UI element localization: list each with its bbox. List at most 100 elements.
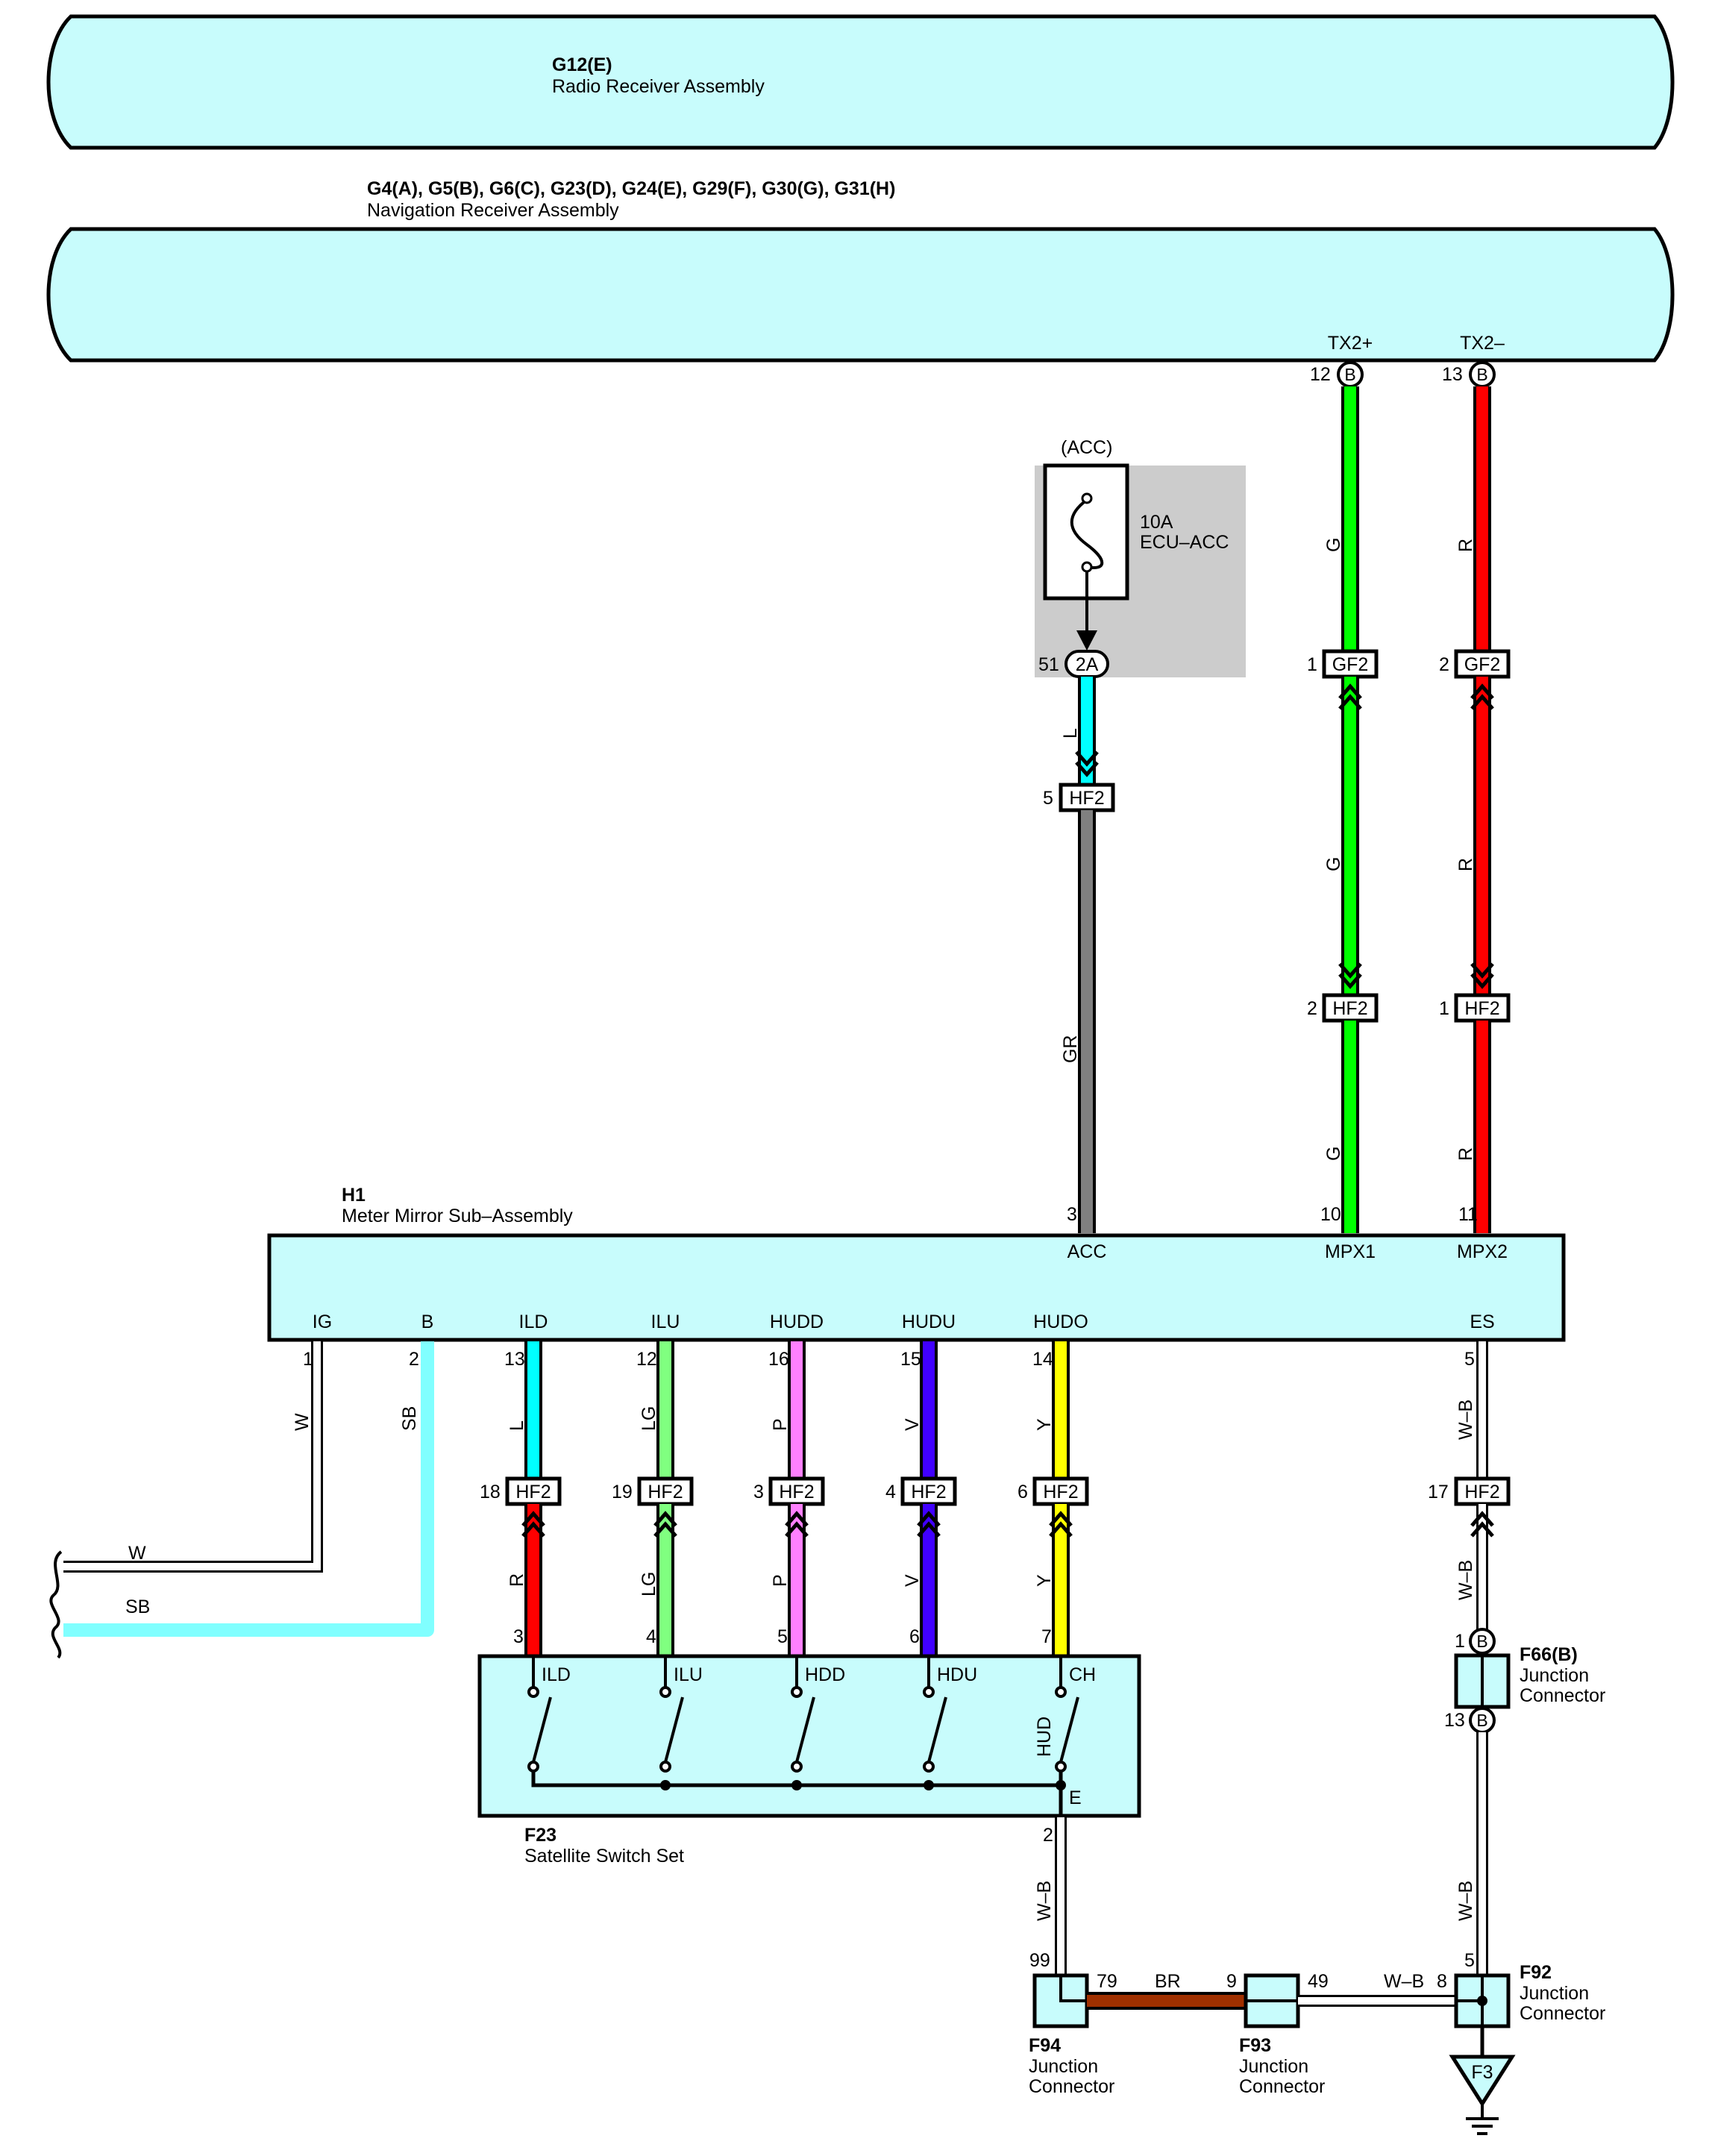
wb-wire-label: W–B — [1384, 1971, 1424, 1992]
hudo-lower-wire-label: Y — [1034, 1574, 1055, 1587]
f66-junction-connector: B 1 B 13 F66(B) Junction Connector — [1444, 1628, 1605, 1734]
mpx2-gf-label: GF2 — [1464, 654, 1501, 675]
hudd-upper-wire-label: P — [770, 1418, 791, 1431]
f94-in-pin: 99 — [1029, 1950, 1050, 1971]
sw-e-label: E — [1069, 1787, 1082, 1808]
ild-wire: 13 L HF2 18 R 3 — [480, 1341, 562, 1655]
hudo-hf-pin: 6 — [1018, 1482, 1028, 1502]
ilu-wire: 12 LG HF2 19 LG 4 — [612, 1341, 694, 1655]
b-sb-wire: 2 SB SB — [63, 1341, 434, 1637]
sw-ilu-label: ILU — [674, 1664, 703, 1685]
f92-junction-connector: F92 Junction Connector — [1454, 1962, 1605, 2028]
ild-lower-wire-label: R — [507, 1573, 527, 1587]
fuse-pin: 51 — [1038, 654, 1059, 675]
f93-junction-connector: F93 Junction Connector 49 — [1239, 1971, 1329, 2097]
ig-pin: 1 — [303, 1349, 313, 1370]
hudo-upper-wire-label: Y — [1034, 1418, 1055, 1431]
mpx1-wire: TX2+ 12 B G GF2 1 G HF2 2 G 10 — [1307, 333, 1379, 1233]
es-wire: 5 W–B HF2 17 W–B — [1428, 1341, 1511, 1629]
es-hf-label: HF2 — [1464, 1482, 1499, 1502]
break-mark-icon — [49, 1550, 63, 1659]
es-upper-wire-label: W–B — [1455, 1400, 1476, 1440]
f66-f92-wire-label: W–B — [1455, 1881, 1476, 1921]
meter-mirror-sub-assembly: H1 Meter Mirror Sub–Assembly ACC MPX1 MP… — [267, 1185, 1566, 1342]
wb-wire-to-f92: W–B 8 — [1298, 1971, 1456, 2007]
sw-hud-label: HUD — [1034, 1717, 1055, 1757]
hudu-hf-label: HF2 — [911, 1482, 946, 1502]
acc-hf-pin: 5 — [1043, 788, 1053, 809]
br-wire-label: BR — [1155, 1971, 1181, 1992]
hudu-pin: 15 — [900, 1349, 921, 1370]
satellite-box — [477, 1654, 1141, 1818]
meter-b-terminal: B — [421, 1312, 434, 1332]
switch-contacts — [527, 1656, 1079, 1773]
ild-hf-connector — [505, 1476, 562, 1506]
f93-in-pin: 9 — [1226, 1971, 1237, 1992]
f66-top-pin: 1 — [1455, 1631, 1465, 1652]
tx2-minus-conn: B — [1476, 365, 1487, 384]
mpx1-meter-pin: 10 — [1320, 1204, 1341, 1225]
b-wire-label: SB — [399, 1406, 420, 1431]
mpx1-upper-wire-label: G — [1323, 538, 1344, 552]
meter-hudo-terminal: HUDO — [1033, 1312, 1088, 1332]
ilu-hf-pin: 19 — [612, 1482, 633, 1502]
f94-junction-connector: F94 Junction Connector 79 — [1029, 1971, 1117, 2097]
ilu-sw-pin: 4 — [646, 1626, 656, 1647]
meter-ilu-terminal: ILU — [651, 1312, 680, 1332]
ilu-lower-wire-label: LG — [639, 1572, 659, 1596]
f94-name-line2: Connector — [1029, 2076, 1114, 2097]
hudd-lower-wire-label: P — [770, 1574, 791, 1587]
tx2-minus-pin: 13 — [1442, 364, 1463, 385]
meter-name: Meter Mirror Sub–Assembly — [342, 1206, 573, 1226]
mpx1-hf-pin: 2 — [1307, 998, 1317, 1019]
satellite-code: F23 — [524, 1825, 556, 1846]
sw-ild-label: ILD — [542, 1664, 571, 1685]
mpx2-hf-pin: 1 — [1439, 998, 1449, 1019]
f66-bottom-pin: 13 — [1444, 1710, 1465, 1731]
acc-upper-wire-label: L — [1060, 728, 1081, 739]
hudd-pin: 16 — [768, 1349, 789, 1370]
acc-meter-pin: 3 — [1067, 1204, 1077, 1225]
mpx2-lower-wire-label: R — [1455, 1147, 1476, 1161]
navigation-receiver-assembly — [46, 227, 1675, 363]
ilu-hf-connector — [637, 1476, 694, 1506]
ig-wire-label: W — [292, 1413, 313, 1431]
ilu-pin: 12 — [636, 1349, 657, 1370]
br-wire: BR 9 — [1087, 1971, 1246, 2010]
radio-name: Radio Receiver Assembly — [552, 76, 765, 97]
mpx1-gf-pin: 1 — [1307, 654, 1317, 675]
f92-name-line1: Junction — [1520, 1983, 1589, 2004]
fuse-rating: 10A — [1140, 512, 1173, 533]
f92-name-line2: Connector — [1520, 2003, 1605, 2024]
ild-pin: 13 — [504, 1349, 525, 1370]
tx2-minus-label: TX2– — [1460, 333, 1505, 354]
b-pin: 2 — [409, 1349, 419, 1370]
left-sb-label: SB — [125, 1596, 150, 1617]
fuse-panel: (ACC) 10A ECU–ACC 2A 51 — [1035, 437, 1246, 678]
mpx2-gf-connector — [1454, 649, 1511, 679]
f66-name-line1: Junction — [1520, 1665, 1589, 1686]
hudu-upper-wire-label: V — [902, 1418, 923, 1431]
f66-top-terminal — [1469, 1628, 1496, 1655]
ilu-hf-label: HF2 — [648, 1482, 683, 1502]
f94-out-pin: 79 — [1097, 1971, 1117, 1992]
fuse-arrow-icon — [1076, 630, 1097, 651]
satellite-e-pin: 2 — [1043, 1825, 1053, 1846]
mpx1-gf-label: GF2 — [1332, 654, 1369, 675]
acc-wire: L HF2 5 GR 3 — [1043, 677, 1115, 1233]
f94-name-line1: Junction — [1029, 2056, 1098, 2077]
hudo-pin: 14 — [1032, 1349, 1053, 1370]
mpx1-lower-wire-label: G — [1323, 1147, 1344, 1161]
mpx2-hf-connector — [1454, 993, 1511, 1023]
satellite-ground-wire-label: W–B — [1034, 1881, 1055, 1921]
mpx2-meter-pin: 11 — [1458, 1204, 1478, 1225]
meter-mpx2-terminal: MPX2 — [1457, 1241, 1508, 1262]
navigation-name: Navigation Receiver Assembly — [367, 200, 619, 221]
tx2-plus-label: TX2+ — [1328, 333, 1373, 354]
hudu-sw-pin: 6 — [909, 1626, 920, 1647]
f92-code: F92 — [1520, 1962, 1552, 1983]
sw-hdu-label: HDU — [937, 1664, 977, 1685]
mpx2-hf-label: HF2 — [1464, 998, 1499, 1019]
mpx2-middle-wire-label: R — [1455, 858, 1476, 871]
ig-w-wire: 1 W W — [63, 1341, 323, 1573]
